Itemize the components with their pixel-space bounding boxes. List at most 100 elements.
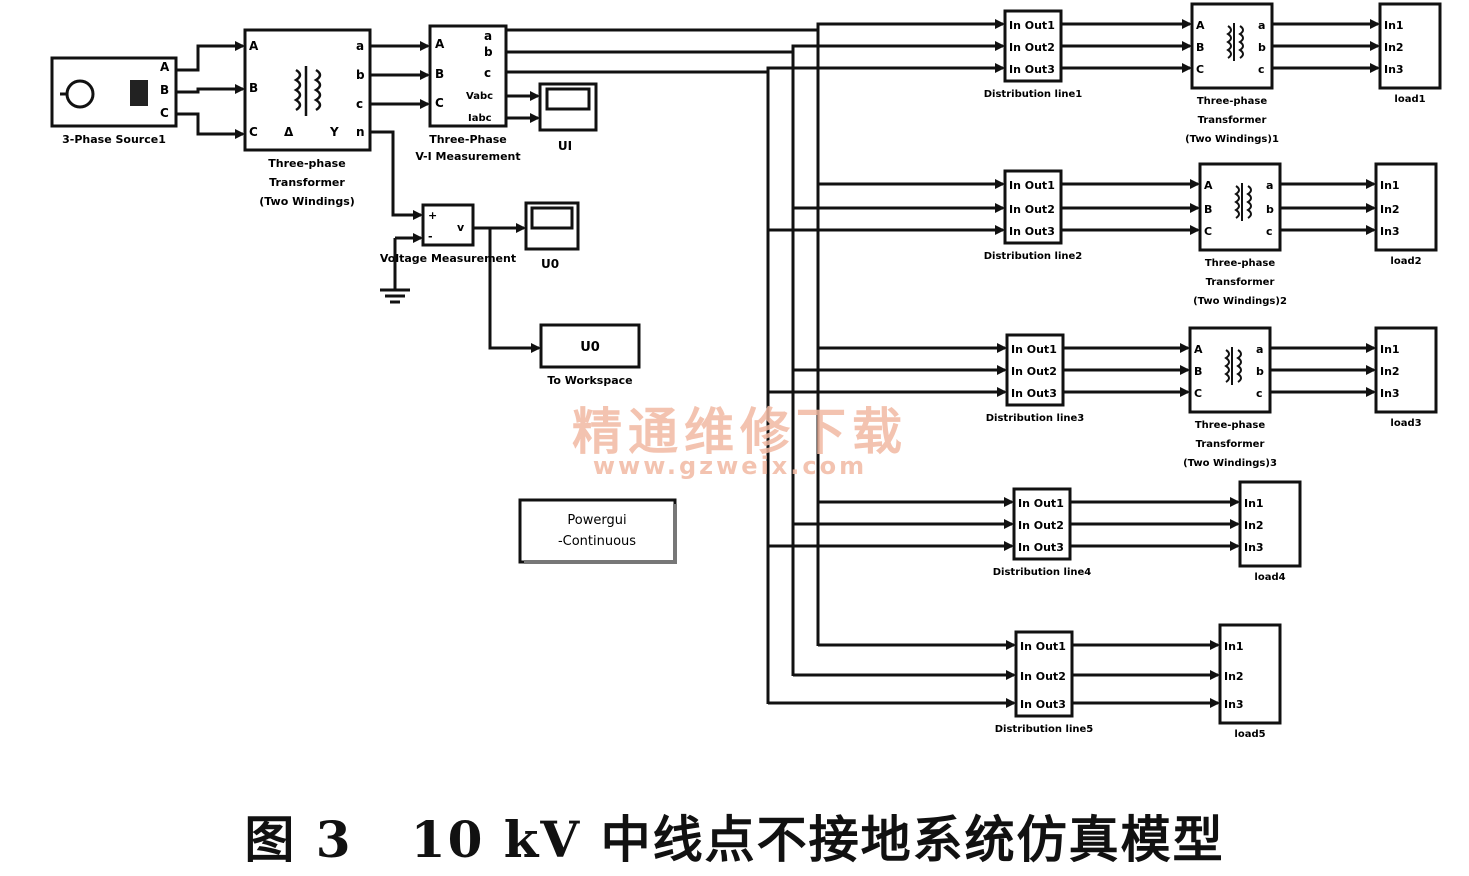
powergui-block[interactable]: Powergui -Continuous <box>518 498 677 564</box>
main-tr-delta: Δ <box>284 125 294 139</box>
distribution-line-label: Distribution line2 <box>984 251 1083 262</box>
vi-measurement-block[interactable]: A B C a b c Vabc Iabc Three-Phase V-I Me… <box>415 24 521 163</box>
main-tr-label-1: Three-phase <box>268 157 345 170</box>
load-port-2: In2 <box>1380 365 1400 378</box>
main-tr-port-a-in: A <box>249 39 259 53</box>
vi-port-c-out: c <box>484 66 491 80</box>
transformer-label-3: (Two Windings)1 <box>1185 134 1279 145</box>
main-tr-port-b-out: b <box>356 68 365 82</box>
distribution-line-block <box>1005 333 1065 407</box>
load-port-3: In3 <box>1380 225 1400 238</box>
transformer-label-1: Three-phase <box>1205 258 1276 269</box>
bus-c <box>506 70 770 704</box>
watermark-text: 精通维修下载 <box>572 403 908 461</box>
to-workspace-value: U0 <box>580 340 600 355</box>
vi-port-iabc: Iabc <box>468 113 492 124</box>
scope-ui-label: UI <box>558 139 572 153</box>
main-tr-label-2: Transformer <box>269 176 345 189</box>
tr-port-out-1: a <box>1256 343 1263 356</box>
line-port-3: In Out3 <box>1011 387 1057 400</box>
wire-v-workspace <box>488 228 541 353</box>
powergui-label-1: Powergui <box>567 513 626 528</box>
vi-port-b-out: b <box>484 45 493 59</box>
tr-port-in-3: C <box>1204 225 1212 238</box>
load-port-2: In2 <box>1384 41 1404 54</box>
tr-port-in-1: A <box>1204 179 1213 192</box>
tr-port-out-2: b <box>1258 41 1266 54</box>
main-transformer-block[interactable]: A B C a b c n Δ Y Three-phase Transforme… <box>243 28 372 208</box>
wire-source-c <box>176 112 245 139</box>
tr-port-in-2: B <box>1204 203 1212 216</box>
main-tr-label-3: (Two Windings) <box>259 195 355 208</box>
load-port-3: In3 <box>1224 698 1244 711</box>
transformer-label-3: (Two Windings)2 <box>1193 296 1287 307</box>
line-port-2: In Out2 <box>1009 203 1055 216</box>
transformer-label-2: Transformer <box>1196 439 1265 450</box>
scope-u0-block[interactable]: U0 <box>524 201 580 271</box>
load-port-1: In1 <box>1380 343 1400 356</box>
load-block <box>1218 623 1282 725</box>
load-block <box>1374 162 1438 252</box>
vm-port-minus: - <box>428 230 433 243</box>
tr-port-in-1: A <box>1196 19 1205 32</box>
vi-port-b-in: B <box>435 67 444 81</box>
transformer-label-3: (Two Windings)3 <box>1183 458 1277 469</box>
feeder-transformer-block <box>1198 162 1282 252</box>
watermark-url: www.gzweix.com <box>592 452 868 480</box>
load-port-1: In1 <box>1380 179 1400 192</box>
load-block <box>1378 2 1442 90</box>
vi-label-2: V-I Measurement <box>415 150 520 163</box>
main-tr-port-c-out: c <box>356 97 363 111</box>
distribution-line-block <box>1012 487 1072 561</box>
load-port-3: In3 <box>1244 541 1264 554</box>
wire-feeder-in <box>816 19 1005 30</box>
tr-port-out-2: b <box>1266 203 1274 216</box>
transformer-label-1: Three-phase <box>1195 420 1266 431</box>
load-port-2: In2 <box>1224 670 1244 683</box>
wire-feeder-in <box>766 63 1005 73</box>
vi-port-a-out: a <box>484 29 492 43</box>
load-port-1: In1 <box>1384 19 1404 32</box>
line-port-2: In Out2 <box>1009 41 1055 54</box>
to-workspace-label: To Workspace <box>547 374 632 387</box>
powergui-label-2: -Continuous <box>558 534 636 549</box>
vi-port-c-in: C <box>435 96 444 110</box>
load-label: load1 <box>1394 94 1425 105</box>
distribution-line-block <box>1014 630 1074 718</box>
distribution-line-label: Distribution line1 <box>984 89 1083 100</box>
source-port-c: C <box>160 106 169 120</box>
main-tr-port-b-in: B <box>249 81 258 95</box>
distribution-line-block <box>1003 9 1063 83</box>
scope-ui-block[interactable]: UI <box>538 82 598 153</box>
vm-port-v: v <box>457 221 465 234</box>
figure-caption: 图 3 10 kV 中线点不接地系统仿真模型 <box>244 810 1225 869</box>
three-phase-source-block[interactable]: A B C 3-Phase Source1 <box>50 56 178 146</box>
tr-port-out-1: a <box>1258 19 1265 32</box>
tr-port-out-2: b <box>1256 365 1264 378</box>
distribution-line-label: Distribution line4 <box>993 567 1092 578</box>
source-label: 3-Phase Source1 <box>62 133 166 146</box>
load-port-3: In3 <box>1384 63 1404 76</box>
load-label: load2 <box>1390 256 1421 267</box>
load-block <box>1238 480 1302 568</box>
wire-source-b <box>176 84 245 94</box>
line-port-3: In Out3 <box>1009 225 1055 238</box>
vm-port-plus: + <box>428 209 437 222</box>
line-port-1: In Out1 <box>1009 19 1055 32</box>
to-workspace-block[interactable]: U0 To Workspace <box>539 323 641 387</box>
source-port-b: B <box>160 83 169 97</box>
load-port-2: In2 <box>1244 519 1264 532</box>
load-port-2: In2 <box>1380 203 1400 216</box>
tr-port-in-2: B <box>1196 41 1204 54</box>
voltage-measurement-block[interactable]: + - v Voltage Measurement <box>380 203 516 265</box>
vi-label-1: Three-Phase <box>429 133 507 146</box>
ground-icon <box>380 238 410 304</box>
tr-port-out-3: c <box>1266 225 1273 238</box>
distribution-line-block <box>1003 169 1063 245</box>
